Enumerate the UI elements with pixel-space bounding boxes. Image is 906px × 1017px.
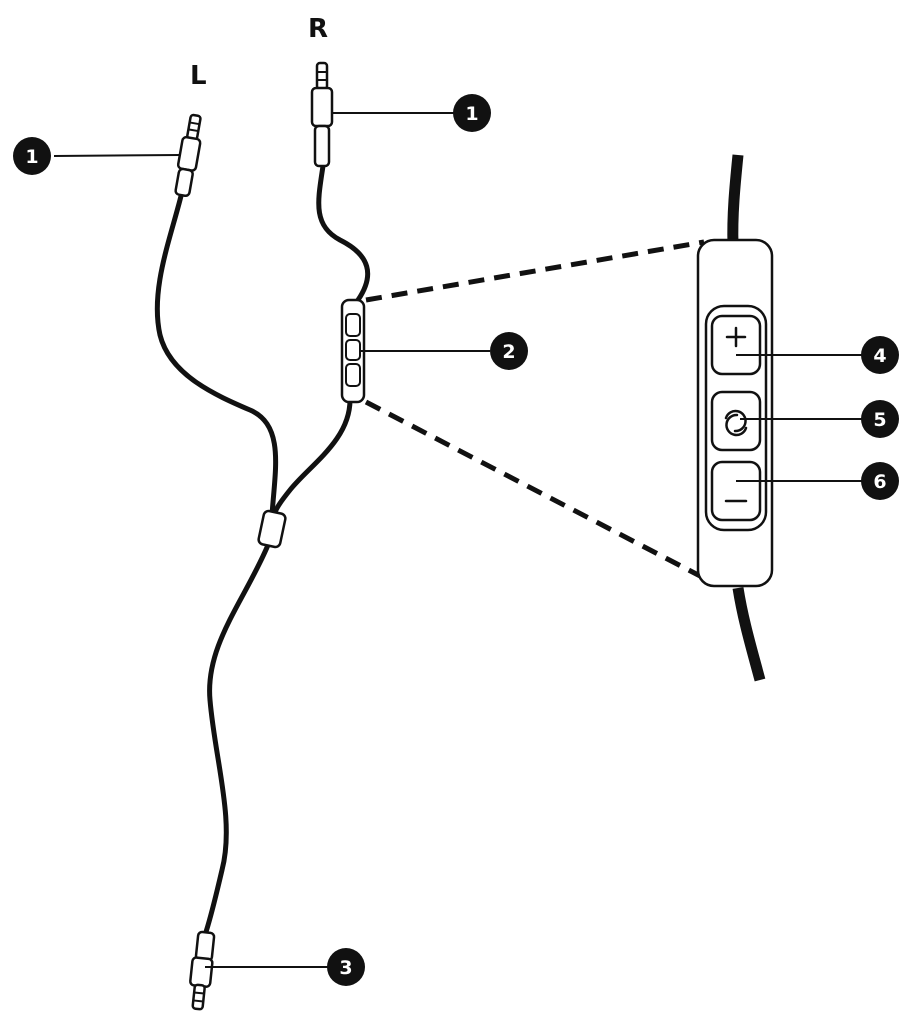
svg-text:3: 3 bbox=[339, 957, 352, 979]
svg-text:1: 1 bbox=[25, 146, 38, 168]
callout-1-right: 1 bbox=[453, 94, 491, 132]
zoom-cable-top bbox=[727, 154, 744, 246]
leader-lines bbox=[53, 112, 863, 968]
label-left: L bbox=[190, 61, 207, 91]
callout-6: 6 bbox=[861, 462, 899, 500]
right-cable-lower bbox=[271, 397, 353, 518]
callout-5: 5 bbox=[861, 400, 899, 438]
main-cable bbox=[202, 542, 271, 938]
left-plug bbox=[174, 113, 202, 198]
callout-2: 2 bbox=[490, 332, 528, 370]
svg-text:5: 5 bbox=[873, 409, 886, 431]
svg-text:2: 2 bbox=[502, 341, 515, 363]
volume-down-button[interactable] bbox=[710, 460, 762, 522]
zoom-line-bottom bbox=[364, 399, 706, 581]
inline-remote-enlarged bbox=[696, 238, 774, 588]
svg-text:4: 4 bbox=[873, 345, 886, 367]
cables bbox=[154, 154, 766, 938]
svg-text:6: 6 bbox=[873, 471, 886, 493]
volume-up-button[interactable] bbox=[710, 314, 762, 376]
zoom-line-top bbox=[365, 239, 705, 303]
play-pause-button[interactable] bbox=[710, 390, 762, 452]
callout-3: 3 bbox=[327, 948, 365, 986]
label-right: R bbox=[308, 14, 328, 44]
zoom-cable-bottom bbox=[732, 587, 766, 682]
left-cable bbox=[154, 193, 279, 518]
cable-splitter bbox=[257, 509, 287, 549]
callout-1-left: 1 bbox=[13, 137, 51, 175]
callout-badges: 1 1 2 3 4 5 6 bbox=[13, 94, 899, 986]
right-plug bbox=[310, 61, 334, 168]
svg-text:1: 1 bbox=[465, 103, 478, 125]
right-cable-upper bbox=[316, 163, 371, 303]
leader-1-left bbox=[53, 154, 181, 157]
plus-icon bbox=[725, 326, 747, 348]
main-plug bbox=[189, 930, 216, 1011]
callout-4: 4 bbox=[861, 336, 899, 374]
circular-arrow-icon bbox=[724, 409, 748, 437]
